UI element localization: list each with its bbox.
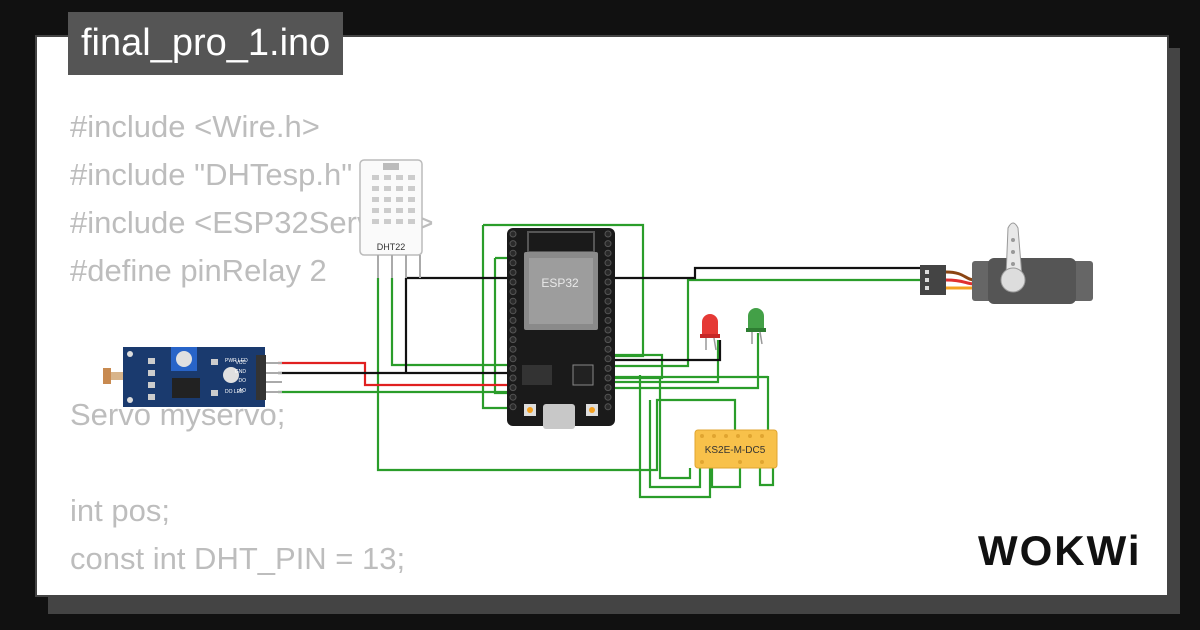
esp32-pin[interactable]	[509, 278, 517, 286]
code-line: #include "DHTesp.h"	[70, 157, 353, 192]
wire-green	[612, 340, 720, 384]
esp32-pin[interactable]	[604, 249, 612, 257]
led-red-icon[interactable]	[700, 314, 720, 351]
esp32-board-icon[interactable]: ESP32	[507, 228, 615, 429]
wire-green	[481, 225, 512, 410]
esp32-pin[interactable]	[604, 384, 612, 392]
esp32-pin[interactable]	[604, 278, 612, 286]
esp32-label: ESP32	[541, 276, 579, 290]
esp32-pin[interactable]	[509, 307, 517, 315]
esp32-pin[interactable]	[509, 345, 517, 353]
wire-black	[612, 340, 722, 362]
pin-label-vcc: VCC	[235, 360, 246, 366]
esp32-pin[interactable]	[604, 240, 612, 248]
wire-green	[638, 375, 712, 499]
esp32-pin[interactable]	[604, 403, 612, 411]
wire-green	[390, 278, 512, 367]
pin-label-do: DO	[239, 378, 247, 384]
code-line: #include <Wire.h>	[70, 109, 320, 144]
code-line: const int DHT_PIN = 13;	[70, 541, 406, 576]
esp32-pin[interactable]	[604, 259, 612, 267]
esp32-pin[interactable]	[509, 393, 517, 401]
esp32-pin[interactable]	[509, 384, 517, 392]
wire-green	[658, 378, 692, 480]
ldr-module-icon[interactable]: VCC GND DO AO PWR LED DO LED	[103, 347, 282, 407]
wokwi-logo: WOKWi	[978, 527, 1142, 574]
pin-label-gnd: GND	[235, 369, 247, 375]
esp32-pin[interactable]	[604, 345, 612, 353]
esp32-pin[interactable]	[509, 316, 517, 324]
pwr-led-label: PWR LED	[225, 358, 248, 364]
esp32-pin[interactable]	[509, 336, 517, 344]
esp32-pin[interactable]	[604, 374, 612, 382]
esp32-pin[interactable]	[604, 316, 612, 324]
esp32-pin[interactable]	[509, 249, 517, 257]
esp32-pin[interactable]	[509, 268, 517, 276]
servo-motor-icon[interactable]	[920, 222, 1093, 304]
pin-label-ao: AO	[239, 388, 246, 394]
file-title: final_pro_1.ino	[68, 12, 344, 75]
esp32-pin[interactable]	[509, 364, 517, 372]
esp32-pin[interactable]	[509, 288, 517, 296]
wire-green	[376, 278, 737, 472]
esp32-pin[interactable]	[509, 297, 517, 305]
esp32-pin[interactable]	[509, 326, 517, 334]
esp32-pin[interactable]	[509, 230, 517, 238]
code-line: int pos;	[70, 493, 170, 528]
esp32-pin[interactable]	[604, 297, 612, 305]
wires	[278, 223, 920, 499]
code-line: #define pinRelay 2	[70, 253, 327, 288]
esp32-pin[interactable]	[604, 336, 612, 344]
esp32-pin[interactable]	[509, 374, 517, 382]
dht22-label: DHT22	[377, 242, 406, 252]
esp32-pin[interactable]	[604, 288, 612, 296]
esp32-pin[interactable]	[604, 364, 612, 372]
relay-label: KS2E-M-DC5	[705, 445, 766, 456]
esp32-pin[interactable]	[604, 393, 612, 401]
dht22-sensor-icon[interactable]: DHT22	[359, 159, 423, 278]
esp32-pin[interactable]	[604, 326, 612, 334]
esp32-pin[interactable]	[604, 355, 612, 363]
esp32-pin[interactable]	[509, 259, 517, 267]
code-line: int ... ;	[70, 583, 434, 595]
led-green-icon[interactable]	[746, 308, 766, 345]
esp32-pin[interactable]	[509, 403, 517, 411]
relay-icon[interactable]: KS2E-M-DC5	[694, 429, 778, 469]
esp32-pin[interactable]	[604, 307, 612, 315]
wire-green	[648, 400, 702, 489]
wire-black	[612, 266, 920, 280]
esp32-pin[interactable]	[509, 355, 517, 363]
do-led-label: DO LED	[225, 389, 244, 395]
esp32-pin[interactable]	[604, 230, 612, 238]
esp32-pin[interactable]	[604, 268, 612, 276]
wire-green	[612, 278, 920, 368]
esp32-pin[interactable]	[509, 240, 517, 248]
